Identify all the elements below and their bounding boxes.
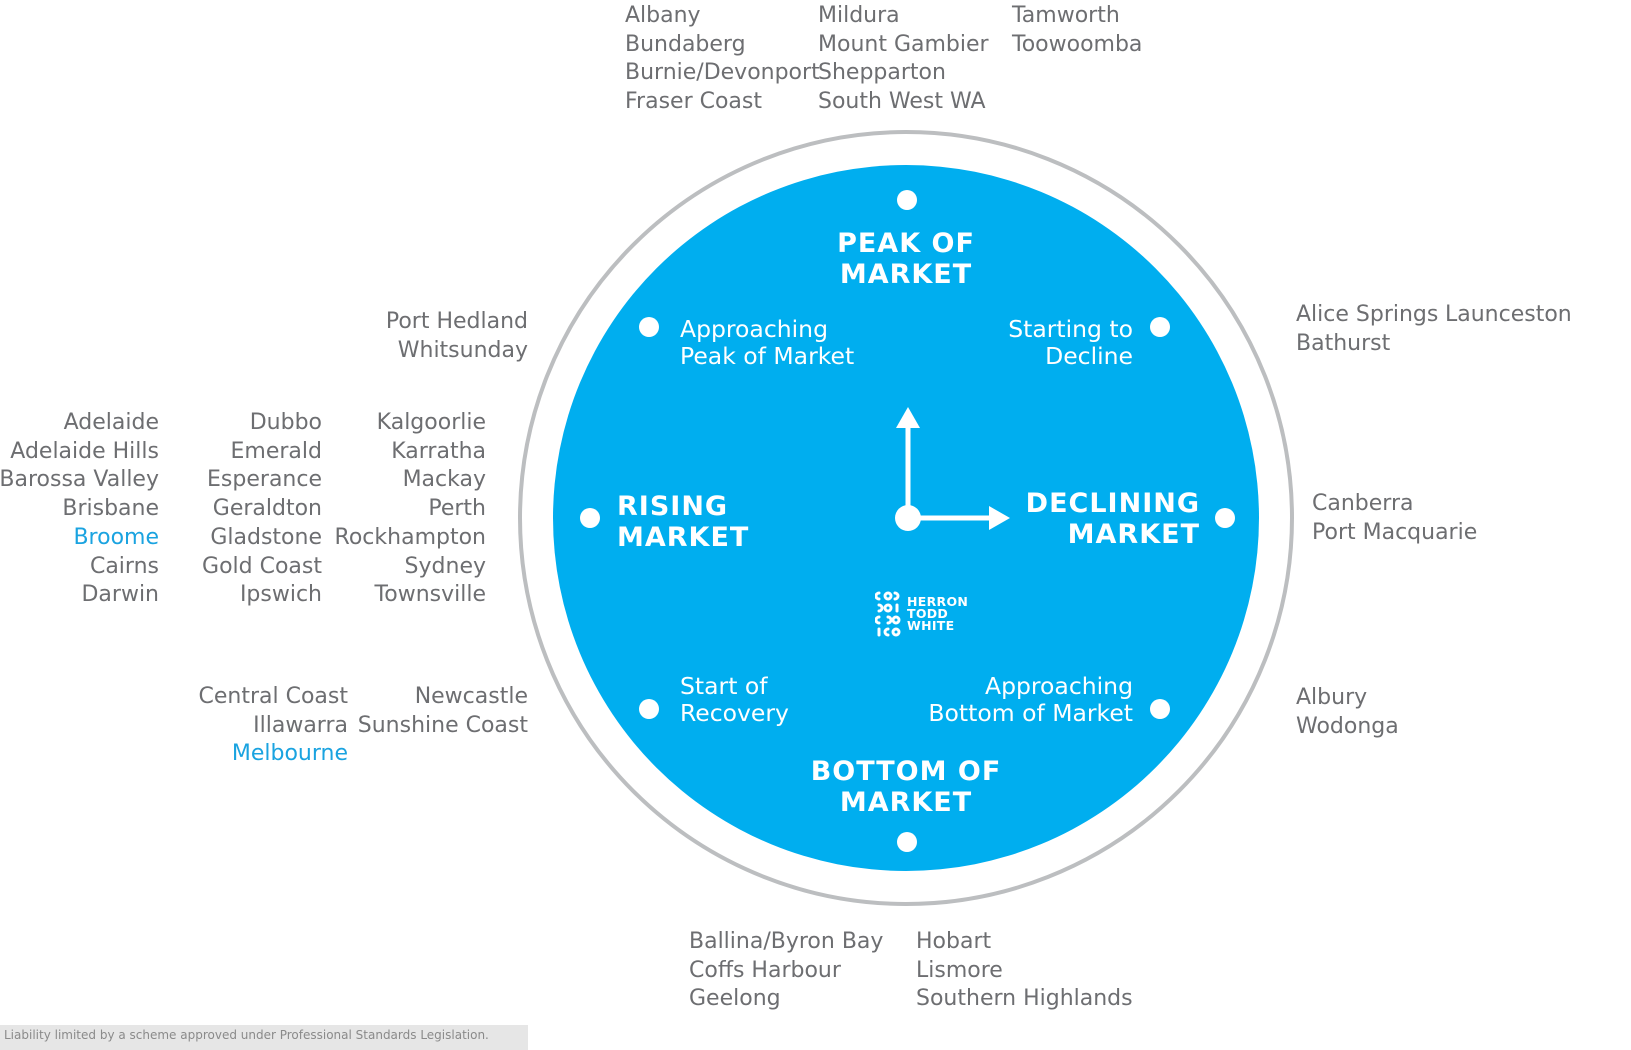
town-name: Newcastle xyxy=(414,684,528,709)
town-name: Gladstone xyxy=(210,524,322,550)
logo-word: TODD xyxy=(907,606,949,621)
town-name: Mildura xyxy=(818,3,900,28)
footer-disclaimer: Liability limited by a scheme approved u… xyxy=(0,1025,528,1050)
town-name: Melbourne xyxy=(231,741,348,767)
town-name: Lismore xyxy=(916,957,1003,983)
town-name: Karratha xyxy=(391,438,486,464)
town-name: Mackay xyxy=(402,467,486,493)
town-name: Darwin xyxy=(81,582,159,608)
town-name: Alice Springs xyxy=(1296,302,1439,327)
town-name: Whitsunday xyxy=(397,337,528,363)
clock-outer-ring xyxy=(518,130,1294,906)
logo-word: HERRON xyxy=(907,594,969,609)
logo-word: WHITE xyxy=(907,618,955,633)
town-name: Broome xyxy=(73,524,159,550)
town-name: Fraser Coast xyxy=(625,89,763,115)
clock-hands xyxy=(895,407,1010,531)
town-column-starting-decline: Launceston xyxy=(1445,301,1572,330)
town-name: Dubbo xyxy=(249,410,322,435)
town-name: Brisbane xyxy=(62,496,159,522)
town-name: Shepparton xyxy=(818,60,946,86)
town-name: Sydney xyxy=(404,553,486,579)
hour-hand-arrowhead xyxy=(896,407,920,428)
town-name: Emerald xyxy=(230,438,322,464)
town-name: Gold Coast xyxy=(202,553,322,579)
bottom-dot xyxy=(897,832,917,852)
rising-dot xyxy=(580,508,600,528)
approaching-bottom-dot xyxy=(1150,699,1170,719)
logo-mark-icon xyxy=(875,591,901,637)
town-name: Port Hedland xyxy=(385,309,528,334)
town-name: Townsville xyxy=(374,582,486,608)
town-name: Rockhampton xyxy=(334,524,486,550)
town-name: Kalgoorlie xyxy=(376,410,486,435)
approaching-peak-dot xyxy=(639,317,659,337)
town-name: South West WA xyxy=(818,89,986,115)
declining-dot xyxy=(1215,508,1235,528)
minute-hand-arrowhead xyxy=(989,506,1010,530)
town-name: Cairns xyxy=(89,553,159,579)
town-name: Bathurst xyxy=(1296,330,1391,356)
town-name: Ballina/Byron Bay xyxy=(689,929,884,954)
town-name: Coffs Harbour xyxy=(689,957,841,983)
town-name: Geelong xyxy=(689,986,781,1012)
town-name: Esperance xyxy=(207,467,322,493)
starting-decline-dot xyxy=(1150,317,1170,337)
town-name: Central Coast xyxy=(198,684,349,709)
start-recovery-dot xyxy=(639,699,659,719)
town-name: Launceston xyxy=(1445,302,1572,327)
town-name: Adelaide xyxy=(63,410,159,435)
town-name: Port Macquarie xyxy=(1312,519,1478,545)
town-name: Geraldton xyxy=(212,496,322,522)
town-name: Albany xyxy=(625,3,701,28)
town-name: Ipswich xyxy=(239,582,322,608)
town-name: Bundaberg xyxy=(625,31,746,57)
town-name: Canberra xyxy=(1312,491,1414,516)
town-name: Illawarra xyxy=(253,712,348,738)
town-name: Southern Highlands xyxy=(916,986,1133,1012)
peak-dot xyxy=(897,190,917,210)
town-name: Albury xyxy=(1296,685,1368,710)
town-name: Sunshine Coast xyxy=(357,712,528,738)
town-name: Toowoomba xyxy=(1012,31,1143,57)
town-name: Adelaide Hills xyxy=(10,438,159,464)
town-name: Perth xyxy=(428,496,486,522)
town-name: Hobart xyxy=(916,929,992,954)
town-name: Mount Gambier xyxy=(818,31,989,57)
town-name: Barossa Valley xyxy=(0,467,159,493)
town-name: Wodonga xyxy=(1296,713,1399,739)
clock-center-pivot xyxy=(895,505,921,531)
town-name: Tamworth xyxy=(1012,3,1120,28)
town-name: Burnie/Devonport xyxy=(625,60,820,86)
